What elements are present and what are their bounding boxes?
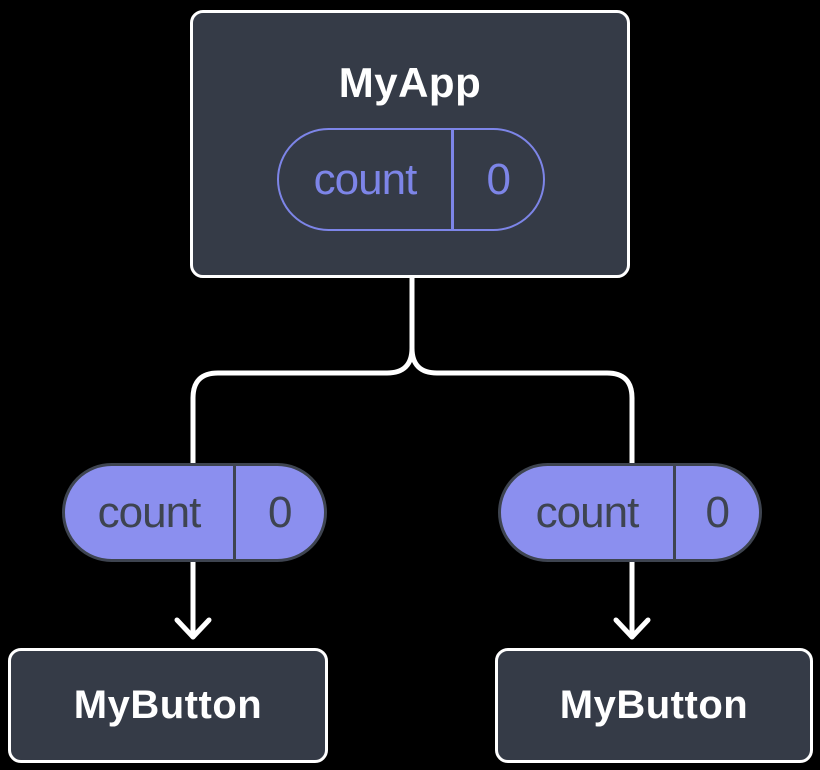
root-state-pill: count 0	[277, 128, 545, 231]
pill-divider	[233, 466, 236, 559]
arrow-down-icon	[613, 617, 651, 640]
pill-divider	[451, 130, 454, 229]
connector-left-branch	[190, 274, 415, 471]
state-value: 0	[486, 154, 511, 204]
component-title: MyButton	[559, 683, 749, 727]
right-prop-pill: count 0	[498, 463, 762, 562]
state-label: count	[97, 487, 202, 537]
arrow-down-icon	[174, 617, 212, 640]
state-label: count	[535, 487, 640, 537]
component-title: MyButton	[73, 683, 263, 727]
mybutton-component-box-left: MyButton	[8, 648, 328, 763]
mybutton-component-box-right: MyButton	[495, 648, 813, 763]
myapp-component-box: MyApp	[190, 10, 630, 278]
state-value: 0	[268, 487, 292, 537]
left-prop-pill: count 0	[62, 463, 327, 562]
component-title: MyApp	[338, 59, 482, 106]
state-value: 0	[705, 487, 730, 537]
state-label: count	[313, 154, 418, 204]
pill-divider	[673, 466, 676, 559]
connector-right-branch	[409, 274, 635, 471]
